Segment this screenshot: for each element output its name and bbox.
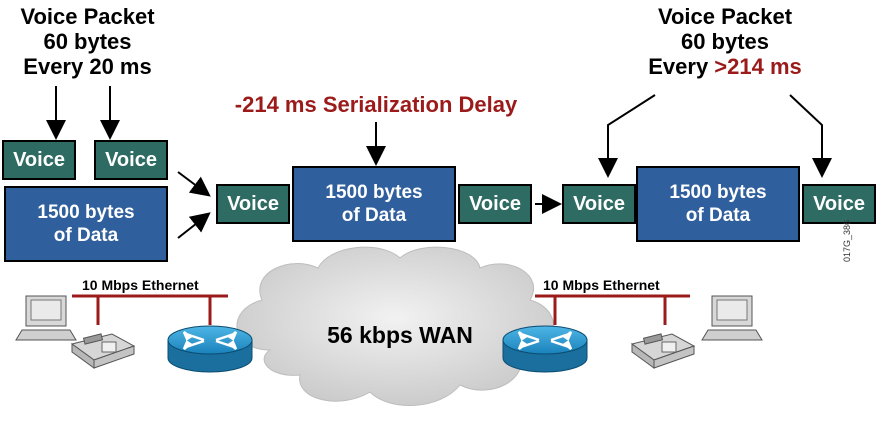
router-icon bbox=[502, 325, 588, 373]
right-heading-line1: Voice Packet bbox=[657, 4, 793, 29]
left-heading-line1: Voice Packet bbox=[20, 4, 155, 29]
voice-packet: Voice bbox=[562, 184, 636, 224]
figure-id: 017G_386 bbox=[842, 219, 852, 262]
data-packet: 1500 bytes of Data bbox=[292, 166, 456, 242]
left-heading: Voice Packet 60 bytes Every 20 ms bbox=[0, 4, 175, 79]
right-heading-every: Every bbox=[648, 54, 715, 79]
right-heading: Voice Packet 60 bytes Every >214 ms bbox=[630, 4, 820, 79]
computer-icon bbox=[15, 295, 77, 341]
arrow bbox=[177, 212, 211, 239]
right-ethernet bbox=[535, 294, 690, 325]
voice-packet: Voice bbox=[458, 184, 532, 224]
computer-icon bbox=[701, 295, 763, 341]
data-packet-line2: of Data bbox=[53, 225, 119, 246]
right-ethernet-label: 10 Mbps Ethernet bbox=[543, 277, 660, 293]
wan-label: 56 kbps WAN bbox=[327, 322, 473, 348]
voice-packet: Voice bbox=[216, 184, 290, 224]
data-packet-line1: 1500 bytes bbox=[37, 202, 135, 223]
data-packet: 1500 bytes of Data bbox=[636, 166, 800, 242]
data-packet-line2: of Data bbox=[341, 205, 407, 226]
telephone-icon bbox=[630, 333, 696, 369]
router-icon bbox=[167, 325, 253, 373]
voice-packet: Voice bbox=[94, 140, 168, 180]
left-ethernet bbox=[72, 294, 228, 325]
telephone-icon bbox=[70, 333, 136, 369]
right-heading-line2: 60 bytes bbox=[680, 29, 770, 54]
left-heading-line3: Every 20 ms bbox=[23, 54, 152, 79]
arrow bbox=[598, 94, 656, 178]
data-packet-line1: 1500 bytes bbox=[669, 182, 767, 203]
data-packet-line1: 1500 bytes bbox=[325, 182, 423, 203]
arrow bbox=[177, 171, 211, 197]
data-packet: 1500 bytes of Data bbox=[4, 186, 168, 262]
right-heading-line3: Every >214 ms bbox=[630, 54, 820, 79]
data-packet-line2: of Data bbox=[685, 205, 751, 226]
left-ethernet-label: 10 Mbps Ethernet bbox=[82, 277, 199, 293]
voice-packet: Voice bbox=[802, 184, 876, 224]
arrow bbox=[789, 94, 832, 178]
serialization-delay-label: -214 ms Serialization Delay bbox=[234, 92, 518, 117]
voice-packet: Voice bbox=[2, 140, 76, 180]
cloud-icon bbox=[236, 246, 554, 407]
right-heading-interval: >214 ms bbox=[714, 54, 802, 79]
left-heading-line2: 60 bytes bbox=[43, 29, 132, 54]
